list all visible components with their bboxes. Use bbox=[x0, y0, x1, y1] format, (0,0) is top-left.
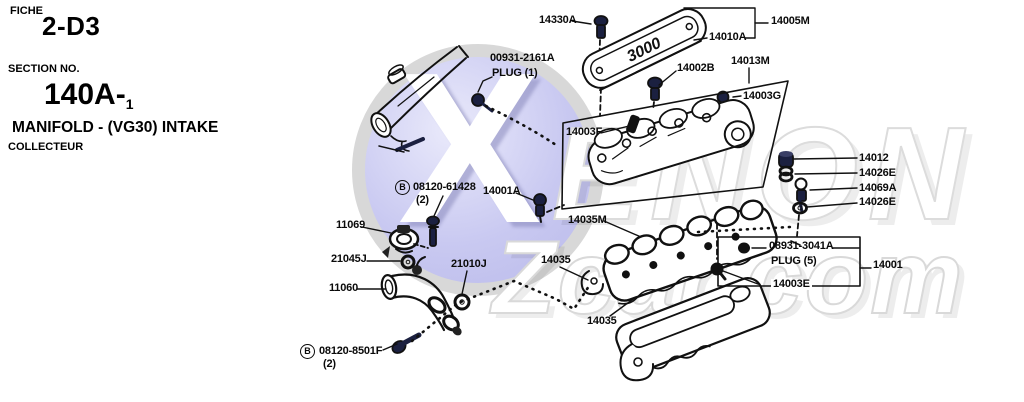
part-label-plug1-name: PLUG (1) bbox=[492, 67, 538, 79]
valve-axis-dashed bbox=[796, 214, 800, 237]
part-label-21010j: 21010J bbox=[451, 258, 487, 270]
part-label-14026e-a: 14026E bbox=[859, 167, 896, 179]
oring-21045j-drawing bbox=[400, 254, 416, 270]
part-label-14003f: 14003F bbox=[566, 126, 603, 138]
valve-14069a-drawing bbox=[794, 177, 808, 214]
part-label-plug5-name: PLUG (5) bbox=[771, 255, 817, 267]
manifold-to-valve-dotted bbox=[696, 225, 792, 234]
part-label-14013m: 14013M bbox=[731, 55, 770, 67]
part-label-14001a: 14001A bbox=[483, 185, 521, 197]
part-label-14005m: 14005M bbox=[771, 15, 810, 27]
bolt-symbol-circle-b2: B bbox=[300, 344, 315, 359]
side-cover-drawing bbox=[615, 277, 771, 382]
part-label-14035-b: 14035 bbox=[587, 315, 617, 327]
plug-14003e-drawing bbox=[710, 223, 727, 281]
part-label-14035-a: 14035 bbox=[541, 254, 571, 266]
part-label-plug1-number: 00931-2161A bbox=[490, 52, 555, 64]
page-title: MANIFOLD - (VG30) INTAKE bbox=[12, 119, 219, 136]
washer-14026e-a-drawing bbox=[778, 165, 794, 183]
part-label-21045j: 21045J bbox=[331, 253, 367, 265]
part-label-14026e-b: 14026E bbox=[859, 196, 896, 208]
upper-plenum-drawing bbox=[587, 98, 755, 186]
plug-08931-drawing bbox=[738, 242, 750, 254]
section-label: SECTION NO. bbox=[8, 63, 80, 75]
fiche-value: 2-D3 bbox=[42, 11, 101, 41]
part-label-14003e: 14003E bbox=[771, 278, 812, 290]
part-11069-drawing bbox=[382, 225, 429, 258]
balance-tube-drawing bbox=[370, 45, 469, 153]
part-qty-8501f: (2) bbox=[323, 358, 336, 370]
plug-00931-drawing bbox=[471, 93, 561, 149]
part-label-14010a: 14010A bbox=[709, 31, 747, 43]
part-label-14069a: 14069A bbox=[859, 182, 897, 194]
part-label-14012: 14012 bbox=[859, 152, 889, 164]
section-number: 140A- bbox=[44, 78, 126, 111]
part-qty-61428: (2) bbox=[416, 194, 429, 206]
sensor-14001a-drawing bbox=[533, 193, 565, 223]
valve-seat-tick bbox=[790, 240, 801, 246]
part-label-11060: 11060 bbox=[329, 282, 358, 294]
page-subtitle: COLLECTEUR bbox=[8, 141, 84, 153]
part-label-14330a: 14330A bbox=[539, 14, 577, 26]
fiche-label: FICHE bbox=[10, 5, 43, 17]
collector-cover-drawing: 3000 bbox=[581, 8, 707, 92]
part-label-08120-61428: 08120-61428 bbox=[413, 181, 476, 193]
section-suffix: 1 bbox=[125, 96, 134, 112]
part-label-14001: 14001 bbox=[873, 259, 903, 271]
part-label-08120-8501f: 08120-8501F bbox=[319, 345, 383, 357]
assembly-dotted-line bbox=[410, 279, 591, 343]
cap-14012-drawing bbox=[778, 151, 794, 168]
part-label-14035m: 14035M bbox=[568, 214, 607, 226]
section-value: 140A-1 bbox=[44, 78, 134, 112]
washer-14026e-b-drawing bbox=[792, 201, 808, 215]
part-label-14002b: 14002B bbox=[677, 62, 715, 74]
part-label-11069: 11069 bbox=[336, 219, 365, 231]
part-label-14003g: 14003G bbox=[743, 90, 781, 102]
part-label-plug5-number: 08931-3041A bbox=[769, 240, 834, 252]
gasket-14035-drawing bbox=[580, 270, 604, 296]
bolt-61428-drawing bbox=[426, 215, 440, 247]
stud-14003f bbox=[626, 114, 640, 134]
bolt-symbol-circle-b: B bbox=[395, 180, 410, 195]
